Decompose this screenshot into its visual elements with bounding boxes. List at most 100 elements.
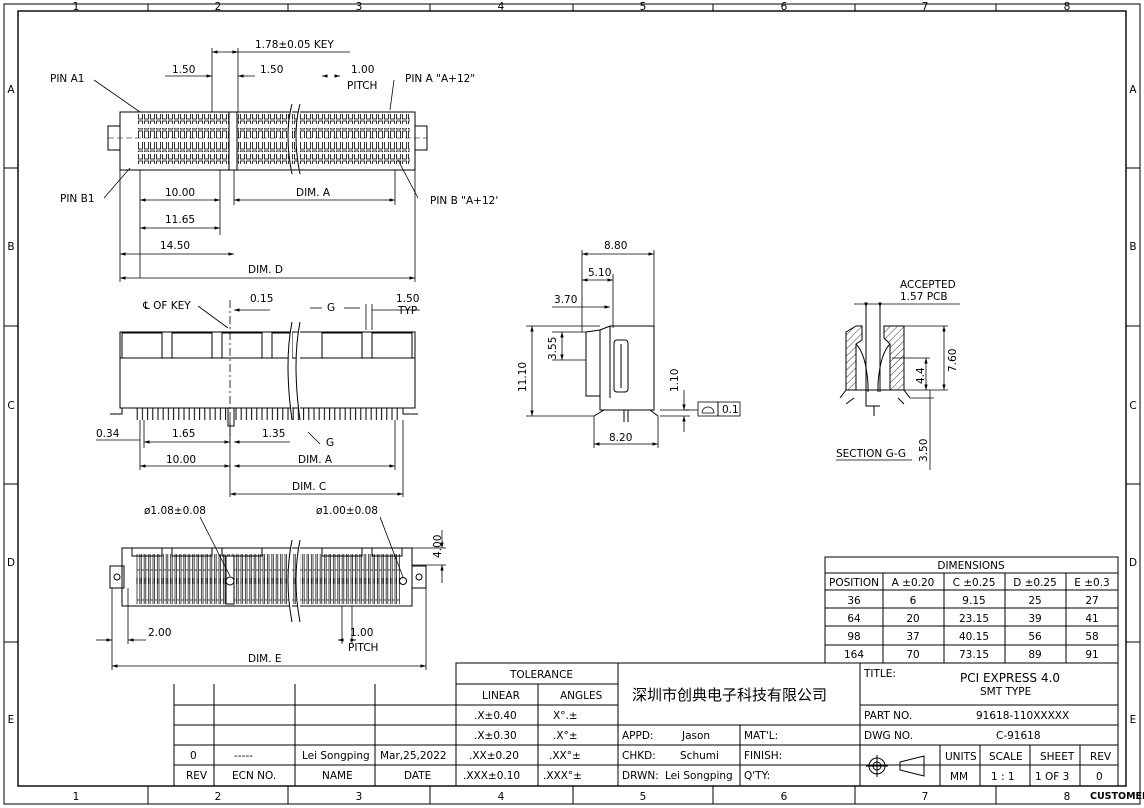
dwg-number: C-91618 [996,730,1041,742]
flatness-value: 0.1 [722,404,739,416]
table-cell: 36 [847,595,861,607]
frame-column-labels: 1 2 3 4 5 6 7 8 1 2 3 4 5 6 7 8 [73,1,1071,803]
dim-label: 1.50 [172,64,195,76]
hole-dim-label: ø1.00±0.08 [316,505,378,517]
customer-label: CUSTOMER [1090,791,1144,802]
dim-label: 10.00 [166,454,196,466]
appd-value: Jason [681,730,710,742]
typ-label: TYP [397,305,417,317]
tolerance-angle: X°.± [553,710,578,722]
rev-value: 0 [190,750,197,762]
tolerance-angle: .X°± [553,730,578,742]
section-g-label: G [326,437,334,449]
matl-label: MAT'L: [744,730,778,742]
tolerance-linear: .X±0.40 [474,710,517,722]
sheet-value: 1 OF 3 [1035,771,1069,783]
key-dim-label: 1.78±0.05 KEY [255,39,334,51]
col-label: 8 [1064,1,1071,13]
projection-icon [866,755,925,777]
table-cell: 98 [847,631,860,643]
dim-a-label: DIM. A [298,454,333,466]
col-label: 4 [498,791,505,803]
section-g-g: ACCEPTED 1.57 PCB 7.60 4.4 3.50 SECTION … [836,279,960,470]
ecn-value: ----- [234,750,253,762]
col-label: 2 [215,791,222,803]
title-label: TITLE: [863,668,896,680]
rev-header: REV [186,770,208,782]
pitch-label: PITCH [347,80,377,92]
name-value: Lei Songping [302,750,370,762]
row-label: A [1129,84,1137,96]
col-label: 4 [498,1,505,13]
col-label: 1 [73,791,80,803]
dim-a-label: DIM. A [296,187,331,199]
units-label: UNITS [945,751,977,763]
section-label: SECTION G-G [836,448,906,460]
table-cell: 37 [906,631,919,643]
table-cell: 9.15 [962,595,985,607]
table-cell: 64 [847,613,861,625]
table-title: DIMENSIONS [937,560,1005,572]
dim-label: 2.00 [148,627,171,639]
part-number: 91618-110XXXXX [976,710,1069,722]
tolerance-angle: .XX°± [549,750,581,762]
cl-key-label: ℄ OF KEY [142,300,191,312]
units-value: MM [950,771,968,783]
pitch-label: PITCH [348,642,378,654]
pin-b1-label: PIN B1 [60,193,95,205]
col-label: 2 [215,1,222,13]
row-label: C [1129,400,1136,412]
dim-label: 8.20 [609,432,632,444]
pin-a12-label: PIN A "A+12" [405,73,475,85]
accepted-label: ACCEPTED [900,279,956,291]
linear-header: LINEAR [482,690,520,702]
table-cell: 25 [1028,595,1041,607]
table-cell: 27 [1085,595,1098,607]
dwg-label: DWG NO. [864,730,913,742]
row-label: B [7,241,14,253]
dim-label: 4.4 [915,367,927,384]
section-g-label: G [327,302,335,314]
row-label: A [7,84,15,96]
rev-value: 0 [1096,771,1103,783]
table-cell: 39 [1028,613,1041,625]
dimensions-table: DIMENSIONS POSITION A ±0.20 C ±0.25 D ±0… [824,556,1119,664]
pin-a1-label: PIN A1 [50,73,84,85]
part-label: PART NO. [864,710,912,722]
dim-label: 11.10 [517,362,529,392]
table-cell: 41 [1085,613,1098,625]
table-cell: 20 [906,613,919,625]
dim-label: 7.60 [947,349,959,372]
table-header: E ±0.3 [1074,577,1109,589]
table-header: A ±0.20 [892,577,935,589]
table-cell: 58 [1085,631,1098,643]
table-header: D ±0.25 [1013,577,1057,589]
dim-label: 1.65 [172,428,195,440]
col-label: 3 [356,1,363,13]
company-name: 深圳市创典电子科技有限公司 [632,686,827,704]
table-header: POSITION [829,577,879,589]
title-block: 0 ----- Lei Songping Mar,25,2022 REV ECN… [173,662,1144,802]
dim-d-label: DIM. D [248,264,283,276]
table-cell: 164 [844,649,864,661]
tolerance-linear: .X±0.30 [474,730,517,742]
dim-label: 1.50 [260,64,283,76]
tolerance-title: TOLERANCE [509,669,573,681]
col-label: 8 [1064,791,1071,803]
dim-label: 5.10 [588,267,611,279]
table-cell: 40.15 [959,631,989,643]
front-view: ℄ OF KEY 0.15 G 1.50 TYP 0.34 1.65 1.35 … [96,293,420,497]
dim-e-label: DIM. E [248,653,282,665]
col-label: 6 [781,791,788,803]
tolerance-angle: .XXX°± [543,770,582,782]
scale-label: SCALE [989,751,1023,763]
table-cell: 91 [1085,649,1098,661]
table-header: C ±0.25 [953,577,996,589]
table-cell: 73.15 [959,649,989,661]
dim-label: 1.50 [396,293,419,305]
top-view: 1.78±0.05 KEY 1.50 1.50 1.00 PITCH PIN A… [50,39,498,282]
table-cell: 6 [910,595,917,607]
dim-label: 10.00 [165,187,195,199]
col-label: 6 [781,1,788,13]
tolerance-linear: .XX±0.20 [469,750,519,762]
